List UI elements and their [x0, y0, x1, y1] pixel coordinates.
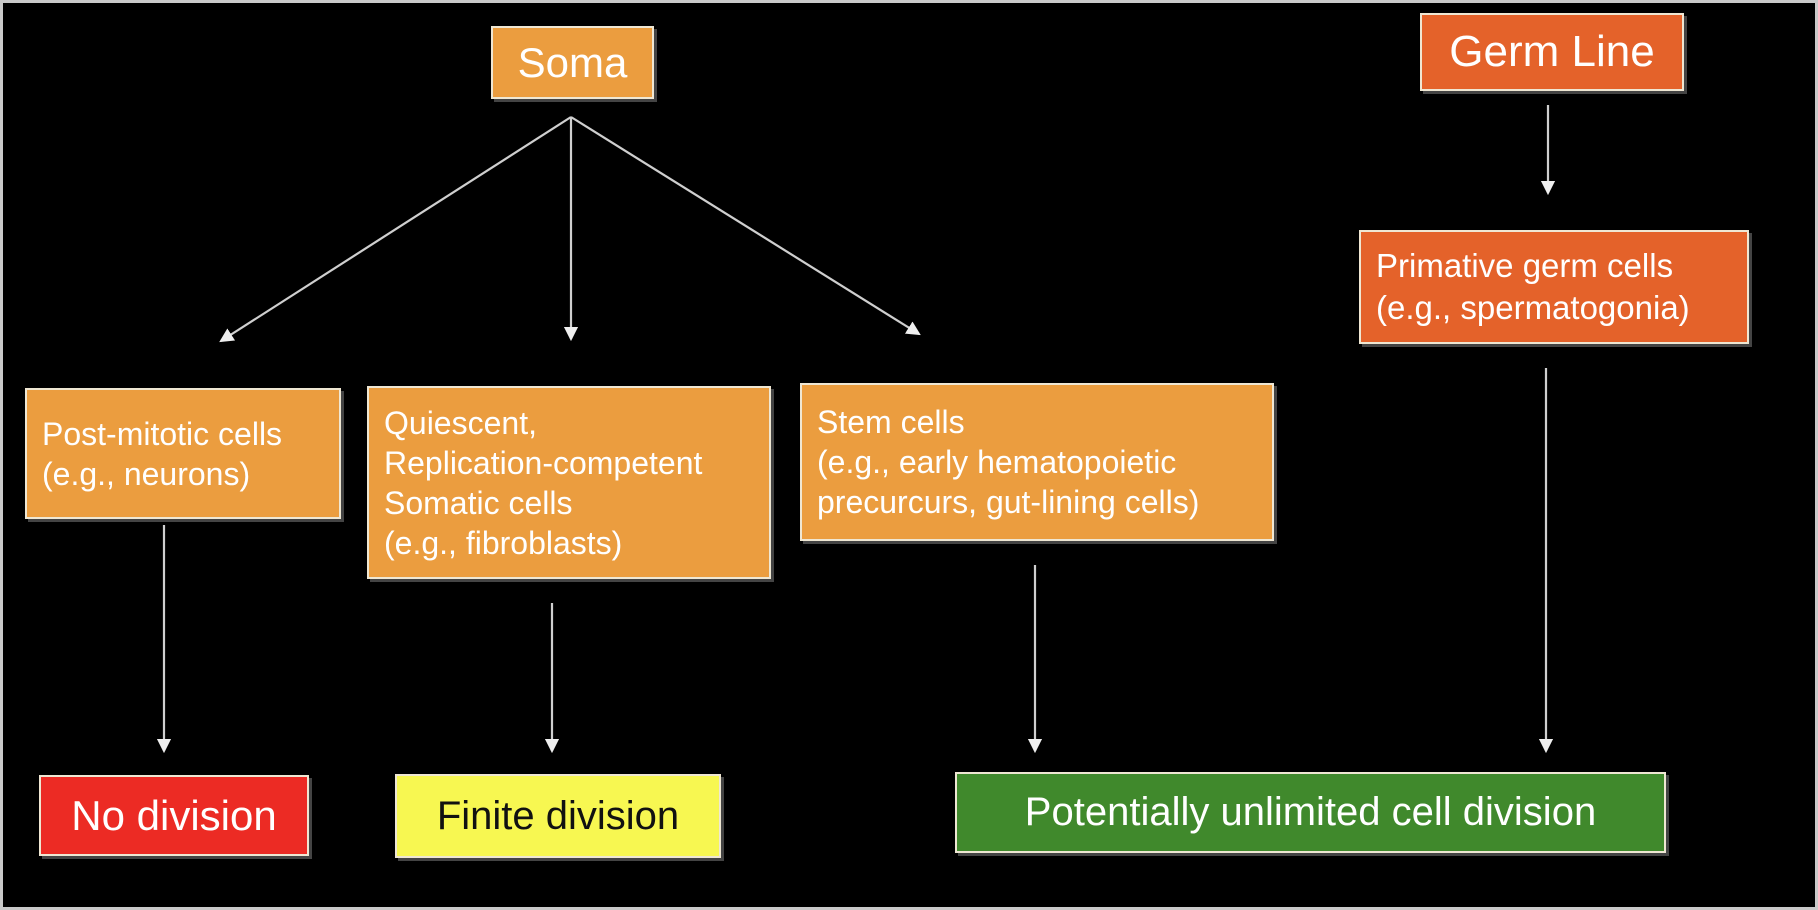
- post-mitotic-cells-box: Post-mitotic cells (e.g., neurons): [25, 388, 341, 519]
- quiescent-somatic-cells-box: Quiescent, Replication-competent Somatic…: [367, 386, 771, 579]
- no-division-box: No division: [39, 775, 309, 856]
- finite-division-box: Finite division: [395, 774, 721, 858]
- arrow-soma-to-post-mitotic: [219, 116, 572, 343]
- primitive-germ-cells-box: Primative germ cells (e.g., spermatogoni…: [1359, 230, 1749, 344]
- germ-line-box: Germ Line: [1420, 13, 1684, 91]
- arrow-soma-to-stem-cells: [570, 116, 921, 336]
- stem-cells-box: Stem cells (e.g., early hematopoietic pr…: [800, 383, 1274, 541]
- unlimited-cell-division-box: Potentially unlimited cell division: [955, 772, 1666, 853]
- soma-box: Soma: [491, 26, 654, 99]
